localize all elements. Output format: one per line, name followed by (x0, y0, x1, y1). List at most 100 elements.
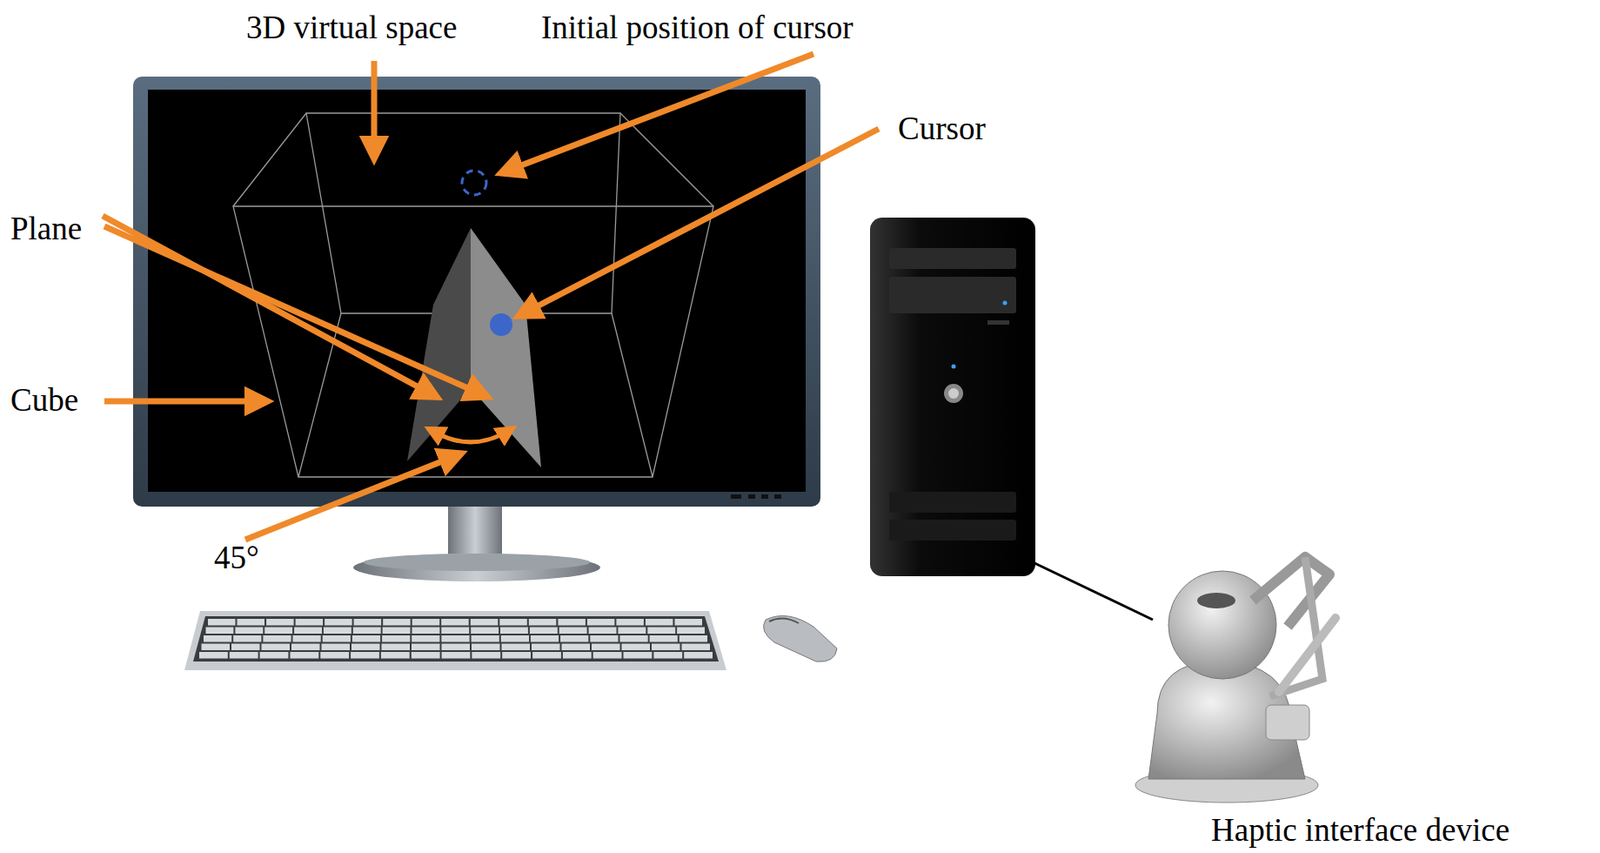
key (502, 643, 531, 651)
key (676, 627, 705, 635)
key (201, 643, 231, 651)
key (266, 618, 295, 626)
key (441, 627, 469, 635)
key (532, 651, 562, 659)
key (530, 635, 559, 643)
key (675, 618, 703, 626)
key (679, 635, 708, 643)
key (653, 651, 683, 659)
key (354, 618, 382, 626)
key (412, 618, 441, 626)
key (682, 643, 711, 651)
cursor-start-label: Initial position of cursor (541, 10, 854, 47)
key (382, 618, 411, 626)
key (411, 643, 441, 651)
key (620, 635, 649, 643)
key (382, 627, 411, 635)
computer-tower (870, 217, 1036, 576)
key (353, 627, 382, 635)
key (293, 635, 322, 643)
key (234, 627, 263, 635)
plane-left (407, 227, 471, 462)
monitor (133, 76, 821, 582)
key (262, 635, 291, 643)
key (233, 635, 262, 643)
key (528, 618, 557, 626)
key (557, 618, 586, 626)
key (587, 618, 616, 626)
key (207, 618, 236, 626)
key (470, 618, 499, 626)
key (470, 627, 499, 635)
key (441, 635, 469, 643)
key (471, 635, 500, 643)
key (381, 651, 410, 659)
key (502, 651, 531, 659)
key (471, 643, 501, 651)
leader-arrows (102, 53, 879, 540)
haptic-device (1135, 556, 1336, 803)
key (471, 651, 501, 659)
key (441, 618, 469, 626)
cursor-dot (489, 313, 513, 336)
space-label: 3D virtual space (246, 10, 457, 47)
key (290, 651, 320, 659)
key (559, 627, 588, 635)
key (381, 643, 411, 651)
key (501, 635, 529, 643)
key (562, 651, 592, 659)
key (562, 643, 591, 651)
key (617, 627, 646, 635)
key (647, 627, 676, 635)
key (441, 651, 471, 659)
key (229, 651, 259, 659)
key (500, 627, 529, 635)
key (560, 635, 589, 643)
key (381, 635, 410, 643)
angle-label: 45° (214, 540, 260, 576)
key (260, 651, 289, 659)
key (411, 635, 440, 643)
key (291, 643, 321, 651)
device-label: Haptic interface device (1211, 812, 1510, 849)
key (264, 627, 293, 635)
key (499, 618, 528, 626)
cube-label: Cube (10, 382, 79, 419)
mouse (763, 615, 837, 663)
plane-label: Plane (10, 211, 82, 248)
key (203, 635, 232, 643)
key (199, 651, 228, 659)
key (615, 618, 644, 626)
key (645, 618, 674, 626)
key (295, 618, 324, 626)
key (237, 618, 266, 626)
key (320, 651, 349, 659)
key (591, 643, 621, 651)
cube-wireframe (233, 113, 714, 477)
key (351, 643, 381, 651)
key (529, 627, 558, 635)
key (350, 651, 380, 659)
key (649, 635, 678, 643)
key (412, 627, 441, 635)
key (261, 643, 291, 651)
key (589, 627, 617, 635)
key (593, 651, 623, 659)
key (683, 651, 713, 659)
key (321, 643, 351, 651)
key (589, 635, 618, 643)
key (651, 643, 681, 651)
keyboard (184, 610, 727, 670)
key (206, 627, 235, 635)
cursor-label: Cursor (897, 111, 986, 148)
key (531, 643, 561, 651)
key (324, 618, 353, 626)
key (411, 651, 441, 659)
key (294, 627, 322, 635)
key (623, 651, 653, 659)
key (352, 635, 381, 643)
key (622, 643, 651, 651)
cable (1030, 561, 1153, 620)
key (323, 627, 352, 635)
